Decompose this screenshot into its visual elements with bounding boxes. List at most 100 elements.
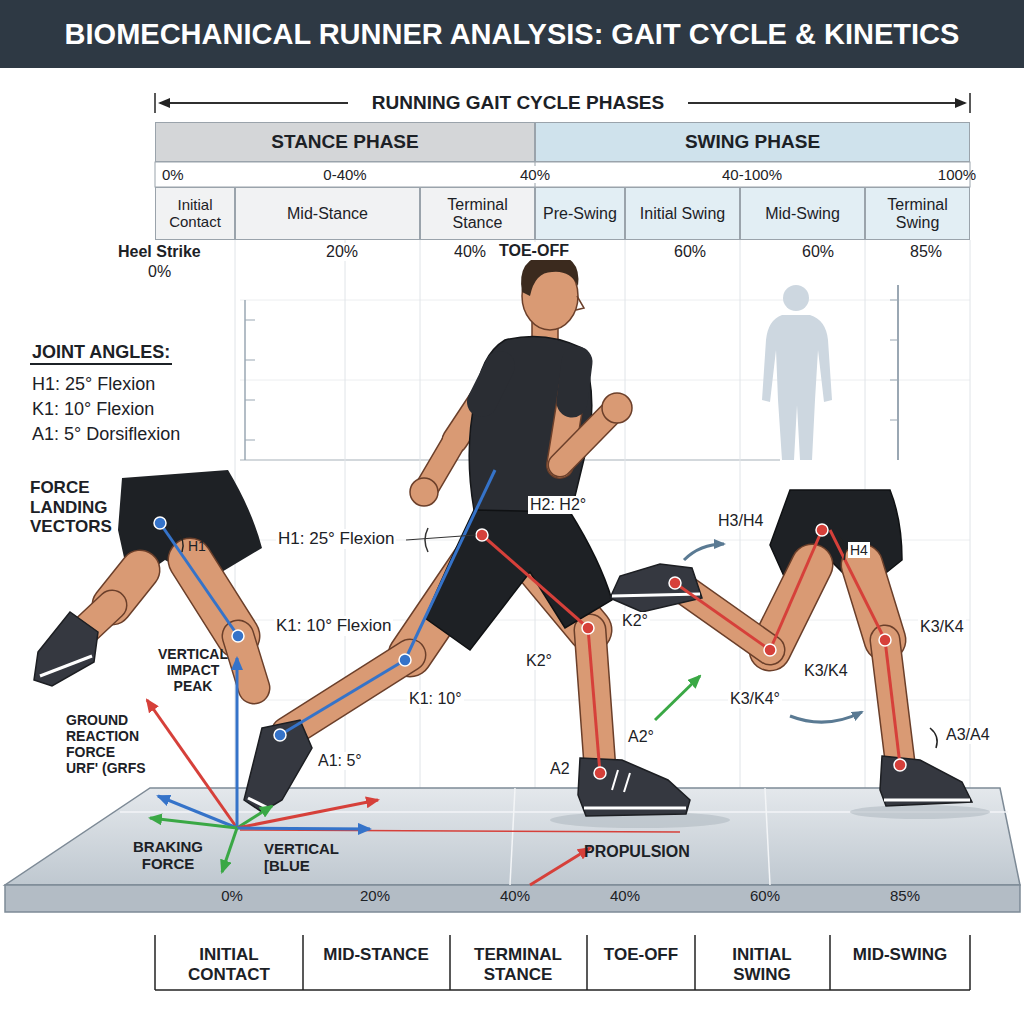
joint-callout: K3/K4° (728, 690, 782, 708)
left-runner-legs-part (232, 630, 244, 642)
heading-arrow-part (154, 93, 156, 113)
grid-lines-part (970, 240, 971, 790)
floor-plane (5, 788, 1020, 912)
left-runner-legs-part (154, 517, 166, 529)
right-runner-legs (610, 490, 972, 806)
center-runner-part (624, 773, 630, 792)
center-runner-part (425, 510, 612, 650)
right-runner-legs-part (880, 756, 972, 806)
center-runner-part (576, 296, 584, 310)
right-runner-legs-part (770, 530, 822, 650)
grid-lines-part (244, 300, 246, 460)
annotation: JOINT ANGLES: (30, 342, 172, 365)
human-silhouette-part (783, 285, 809, 311)
joint-callout: H1: 25° Flexion (276, 529, 396, 549)
phase-table-part (155, 162, 970, 187)
center-runner-part (428, 440, 455, 486)
phase-cell: Initial Swing (625, 187, 740, 240)
cell-text: STANCE PHASE (271, 131, 418, 152)
annotation: PROPULSION (582, 843, 692, 861)
center-runner-part (406, 535, 476, 540)
joint-callout: A1: 5° (316, 752, 364, 770)
joint-callout: K2° (524, 652, 554, 670)
human-silhouette-part (890, 340, 898, 341)
human-silhouette-part (890, 300, 898, 301)
annotation: 60% (740, 888, 790, 903)
annotation: 40% (490, 888, 540, 903)
center-runner-part (410, 478, 438, 506)
phase-label: TOE-OFF (591, 945, 691, 965)
phase-label: MID-SWING (835, 945, 965, 965)
center-runner-part (560, 414, 610, 465)
bottom-bracket-part (829, 935, 831, 990)
bottom-bracket-part (586, 935, 588, 990)
cell-text: SWING PHASE (685, 131, 820, 152)
center-runner-part (612, 770, 618, 790)
joint-callout: H2: H2° (528, 496, 588, 514)
bottom-bracket-part (155, 989, 970, 991)
grid-lines-part (245, 360, 255, 361)
left-runner-legs-part (176, 530, 183, 552)
joint-callout: K2° (620, 612, 650, 630)
phase-table (155, 162, 970, 187)
annotation: TOE-OFF (497, 242, 571, 260)
cell-text: Mid-Stance (287, 205, 368, 223)
left-runner-legs-part (34, 612, 98, 686)
center-runner-part (399, 654, 411, 666)
left-runner-legs-part (238, 636, 254, 688)
annotation: 0% (146, 263, 173, 281)
annotation: VERTICAL IMPACT PEAK (153, 646, 233, 694)
annotation: Heel Strike (116, 243, 203, 261)
force-vectors-part (655, 676, 700, 720)
center-runner-part (425, 528, 428, 552)
annotation: H1: 25° Flexion (30, 374, 157, 395)
grid-lines (235, 240, 970, 790)
annotation: K1: 10° Flexion (30, 399, 156, 420)
annotation: 60% (793, 243, 843, 261)
right-runner-legs-part (830, 530, 885, 640)
phase-label: INITIAL SWING (700, 945, 825, 984)
left-runner-legs-part (160, 523, 238, 636)
center-runner-part (572, 362, 577, 402)
joint-callout: K3/K4 (802, 662, 850, 680)
grid-lines-part (245, 440, 255, 441)
bottom-bracket-part (969, 935, 971, 990)
annotation: RUNNING GAIT CYCLE PHASES (348, 92, 688, 114)
center-runner-part (584, 807, 686, 810)
heading-arrow-part (969, 93, 971, 113)
right-runner-legs-part (930, 728, 937, 748)
center-runner (244, 254, 690, 816)
annotation: 85% (880, 888, 930, 903)
center-runner-part (428, 440, 455, 486)
floor-plane-part (510, 788, 515, 885)
right-runner-legs-part (885, 640, 900, 765)
human-silhouette-part (890, 420, 898, 421)
annotation: 0-40% (305, 166, 385, 183)
center-runner-part (602, 393, 632, 423)
annotation: 0% (160, 166, 186, 183)
right-runner-legs-part (790, 712, 862, 722)
human-silhouette-part (890, 380, 898, 381)
phase-cell: Mid-Swing (740, 187, 865, 240)
annotation: VERTICAL [BLUE (262, 840, 352, 875)
annotation: 20% (350, 888, 400, 903)
grid-lines-part (625, 240, 626, 790)
force-vectors-part (530, 848, 590, 885)
right-runner-legs-part (879, 634, 891, 646)
phase-cell: Initial Contact (155, 187, 235, 240)
bottom-bracket-part (302, 935, 304, 990)
joint-callout: A3/A4 (944, 726, 992, 744)
bottom-bracket-part (694, 935, 696, 990)
center-runner-part (588, 628, 600, 773)
center-runner-part (274, 729, 286, 741)
phase-cell: Pre-Swing (535, 187, 625, 240)
grid-lines-part (245, 400, 255, 401)
left-runner-legs-part (238, 636, 254, 688)
annotation: 40% (447, 243, 493, 261)
center-runner-part (594, 767, 606, 779)
force-vectors-part (236, 658, 239, 828)
bottom-bracket-part (154, 935, 156, 990)
center-runner-part (469, 336, 592, 530)
bottom-bracket (155, 935, 970, 990)
